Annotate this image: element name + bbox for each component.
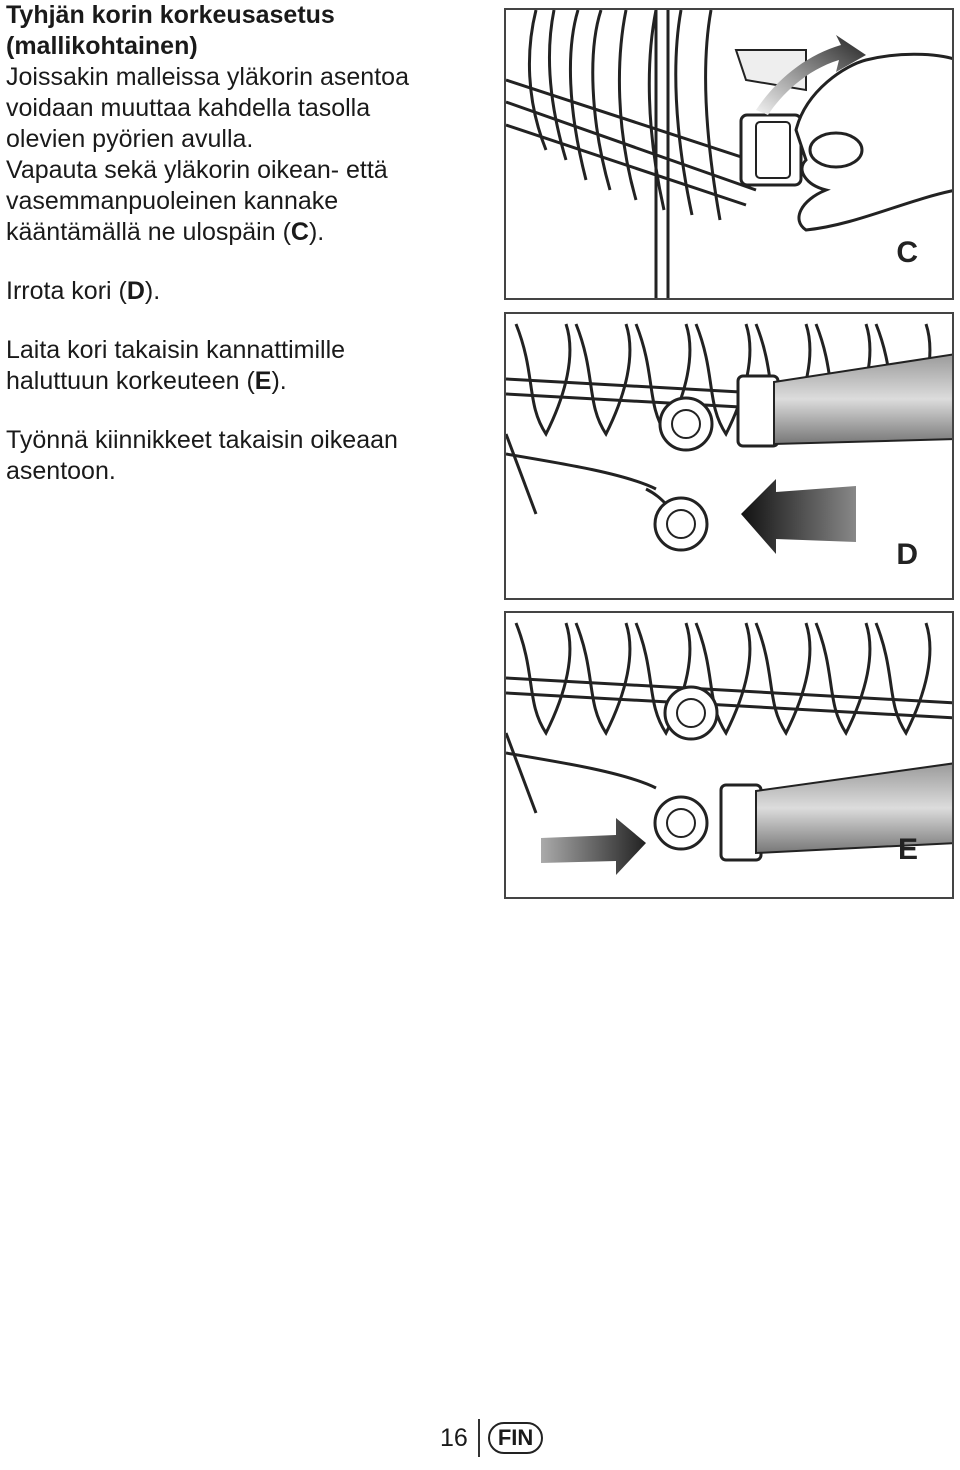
- ref-letter-d: D: [126, 277, 145, 305]
- figure-d-label: D: [896, 538, 918, 571]
- figure-e-illustration: [506, 622, 952, 875]
- paragraph-push-back: Työnnä kiinnikkeet takaisin oikeaan asen…: [6, 425, 476, 487]
- ref-letter-e: E: [254, 367, 272, 395]
- intro-line-1: Joissakin malleissa yläkorin asentoa: [6, 63, 409, 91]
- release-text: kääntämällä ne ulospäin (: [6, 218, 291, 246]
- instructions-column: Tyhjän korin korkeusasetus (mallikohtain…: [6, 0, 476, 487]
- heading-line-2: (mallikohtainen): [6, 32, 198, 60]
- figure-e-label: E: [897, 833, 918, 866]
- page-number: 16: [440, 1423, 468, 1452]
- language-badge: FIN: [487, 1422, 544, 1454]
- ref-letter-c: C: [290, 218, 309, 246]
- remove-suffix: ).: [144, 277, 161, 305]
- push-line-1: Työnnä kiinnikkeet takaisin oikeaan: [6, 426, 398, 454]
- release-line-1: Vapauta sekä yläkorin oikean- että: [6, 156, 388, 184]
- figure-c-release-bracket: C: [504, 8, 954, 300]
- footer-divider: [477, 1419, 480, 1457]
- replace-line-1: Laita kori takaisin kannattimille: [6, 336, 346, 364]
- push-line-2: asentoon.: [6, 457, 116, 485]
- figure-c-illustration: [506, 10, 952, 298]
- heading-line-1: Tyhjän korin korkeusasetus: [6, 1, 335, 29]
- page-footer: 16 FIN: [440, 1418, 544, 1458]
- paragraph-remove: Irrota kori (D).: [6, 276, 476, 307]
- figure-d-illustration: [506, 323, 952, 554]
- release-line-3: kääntämällä ne ulospäin (C).: [6, 218, 324, 246]
- replace-text: haluttuun korkeuteen (: [6, 367, 255, 395]
- figure-e-place-basket: E: [504, 611, 954, 899]
- intro-line-3: olevien pyörien avulla.: [6, 125, 254, 153]
- paragraph-replace: Laita kori takaisin kannattimille halutt…: [6, 335, 476, 397]
- paragraph-intro: Joissakin malleissa yläkorin asentoa voi…: [6, 62, 476, 248]
- figure-c-label: C: [896, 236, 918, 269]
- release-suffix: ).: [308, 218, 325, 246]
- figure-d-remove-basket: D: [504, 312, 954, 600]
- remove-text: Irrota kori (: [6, 277, 127, 305]
- release-line-2: vasemmanpuoleinen kannake: [6, 187, 339, 215]
- intro-line-2: voidaan muuttaa kahdella tasolla: [6, 94, 371, 122]
- section-heading: Tyhjän korin korkeusasetus (mallikohtain…: [6, 0, 476, 62]
- replace-suffix: ).: [271, 367, 287, 395]
